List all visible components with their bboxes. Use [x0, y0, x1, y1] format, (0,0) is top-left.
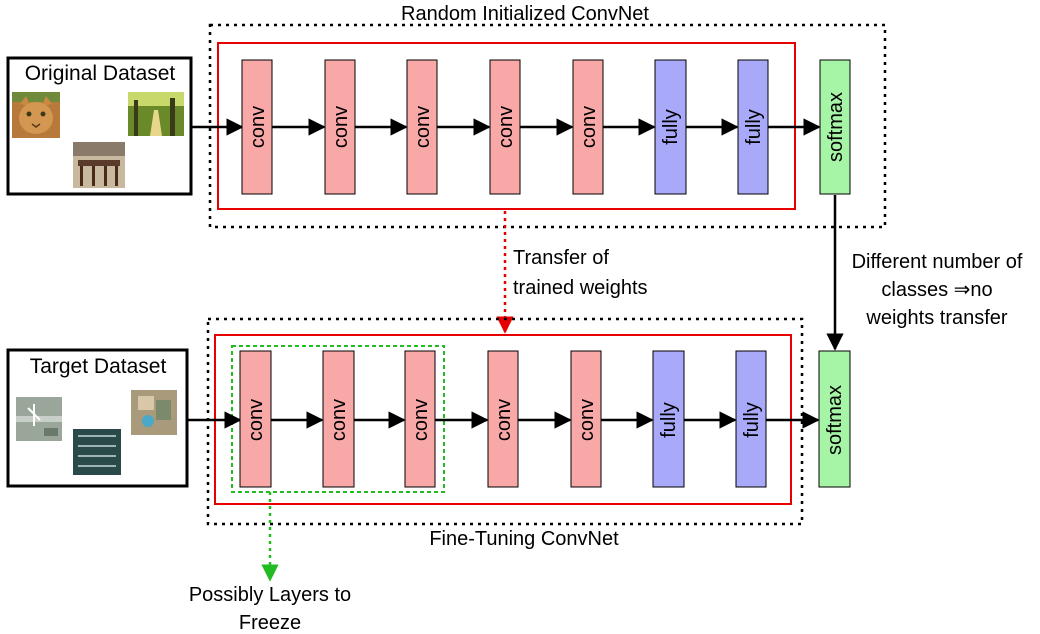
top-network-outer-box — [208, 23, 887, 229]
bottom-layer-conv-2: conv — [322, 350, 355, 488]
bottom-layer-label-5: conv — [576, 399, 598, 441]
top-softmax: softmax — [819, 59, 851, 195]
top-layer-label-4: conv — [495, 106, 517, 148]
freeze-label-line-1: Possibly Layers to — [189, 584, 351, 606]
top-layer-conv-4: conv — [489, 59, 521, 195]
dining-room-image — [73, 142, 125, 188]
no-transfer-label-line-3: weights transfer — [865, 307, 1008, 329]
top-layer-fully-2: fully — [737, 59, 769, 195]
top-layer-label-2: conv — [330, 106, 352, 148]
bottom-layer-label-3: conv — [410, 399, 432, 441]
top-layer-conv-1: conv — [241, 59, 273, 195]
top-layer-label-7: fully — [743, 109, 765, 145]
bottom-layer-conv-1: conv — [239, 350, 272, 488]
aerial-airport-image — [16, 397, 62, 441]
top-layer-conv-3: conv — [406, 59, 438, 195]
top-network-title: Random Initialized ConvNet — [401, 3, 649, 25]
bottom-layer-conv-5: conv — [570, 350, 602, 488]
cat-image — [12, 92, 60, 138]
freeze-label-line-2: Freeze — [239, 612, 301, 634]
bottom-layer-label-7: fully — [741, 402, 763, 438]
bottom-layer-label-4: conv — [493, 399, 515, 441]
target-dataset-title: Target Dataset — [30, 355, 167, 378]
bottom-network-outer-box — [206, 317, 804, 526]
bottom-softmax: softmax — [818, 350, 851, 488]
top-layer-label-3: conv — [412, 106, 434, 148]
aerial-building-image — [131, 390, 177, 435]
bottom-layer-conv-3: conv — [404, 350, 436, 488]
no-transfer-label-line-2: classes ⇒no — [881, 279, 992, 301]
top-layer-conv-5: conv — [572, 59, 604, 195]
top-layer-fully-1: fully — [654, 59, 687, 195]
bottom-layer-fully-2: fully — [735, 350, 767, 488]
bottom-layer-conv-4: conv — [487, 350, 519, 488]
freeze-region-box — [231, 345, 445, 493]
bottom-layer-label-6: fully — [658, 402, 680, 438]
transfer-label-line-1: Transfer of — [513, 247, 609, 269]
top-layer-label-6: fully — [660, 109, 682, 145]
aerial-harbor-image — [73, 429, 121, 475]
bottom-layer-label-2: conv — [328, 399, 350, 441]
top-softmax-label: softmax — [825, 92, 847, 162]
top-layer-label-5: conv — [578, 106, 600, 148]
no-transfer-label-line-1: Different number of — [852, 251, 1023, 273]
forest-image — [128, 92, 184, 136]
bottom-layer-fully-1: fully — [652, 350, 685, 488]
top-layer-label-1: conv — [247, 106, 269, 148]
bottom-network-title: Fine-Tuning ConvNet — [429, 528, 619, 550]
top-layer-conv-2: conv — [324, 59, 356, 195]
bottom-softmax-label: softmax — [824, 385, 846, 455]
original-dataset-title: Original Dataset — [25, 62, 176, 85]
bottom-layer-label-1: conv — [245, 399, 267, 441]
transfer-label-line-2: trained weights — [513, 277, 648, 299]
